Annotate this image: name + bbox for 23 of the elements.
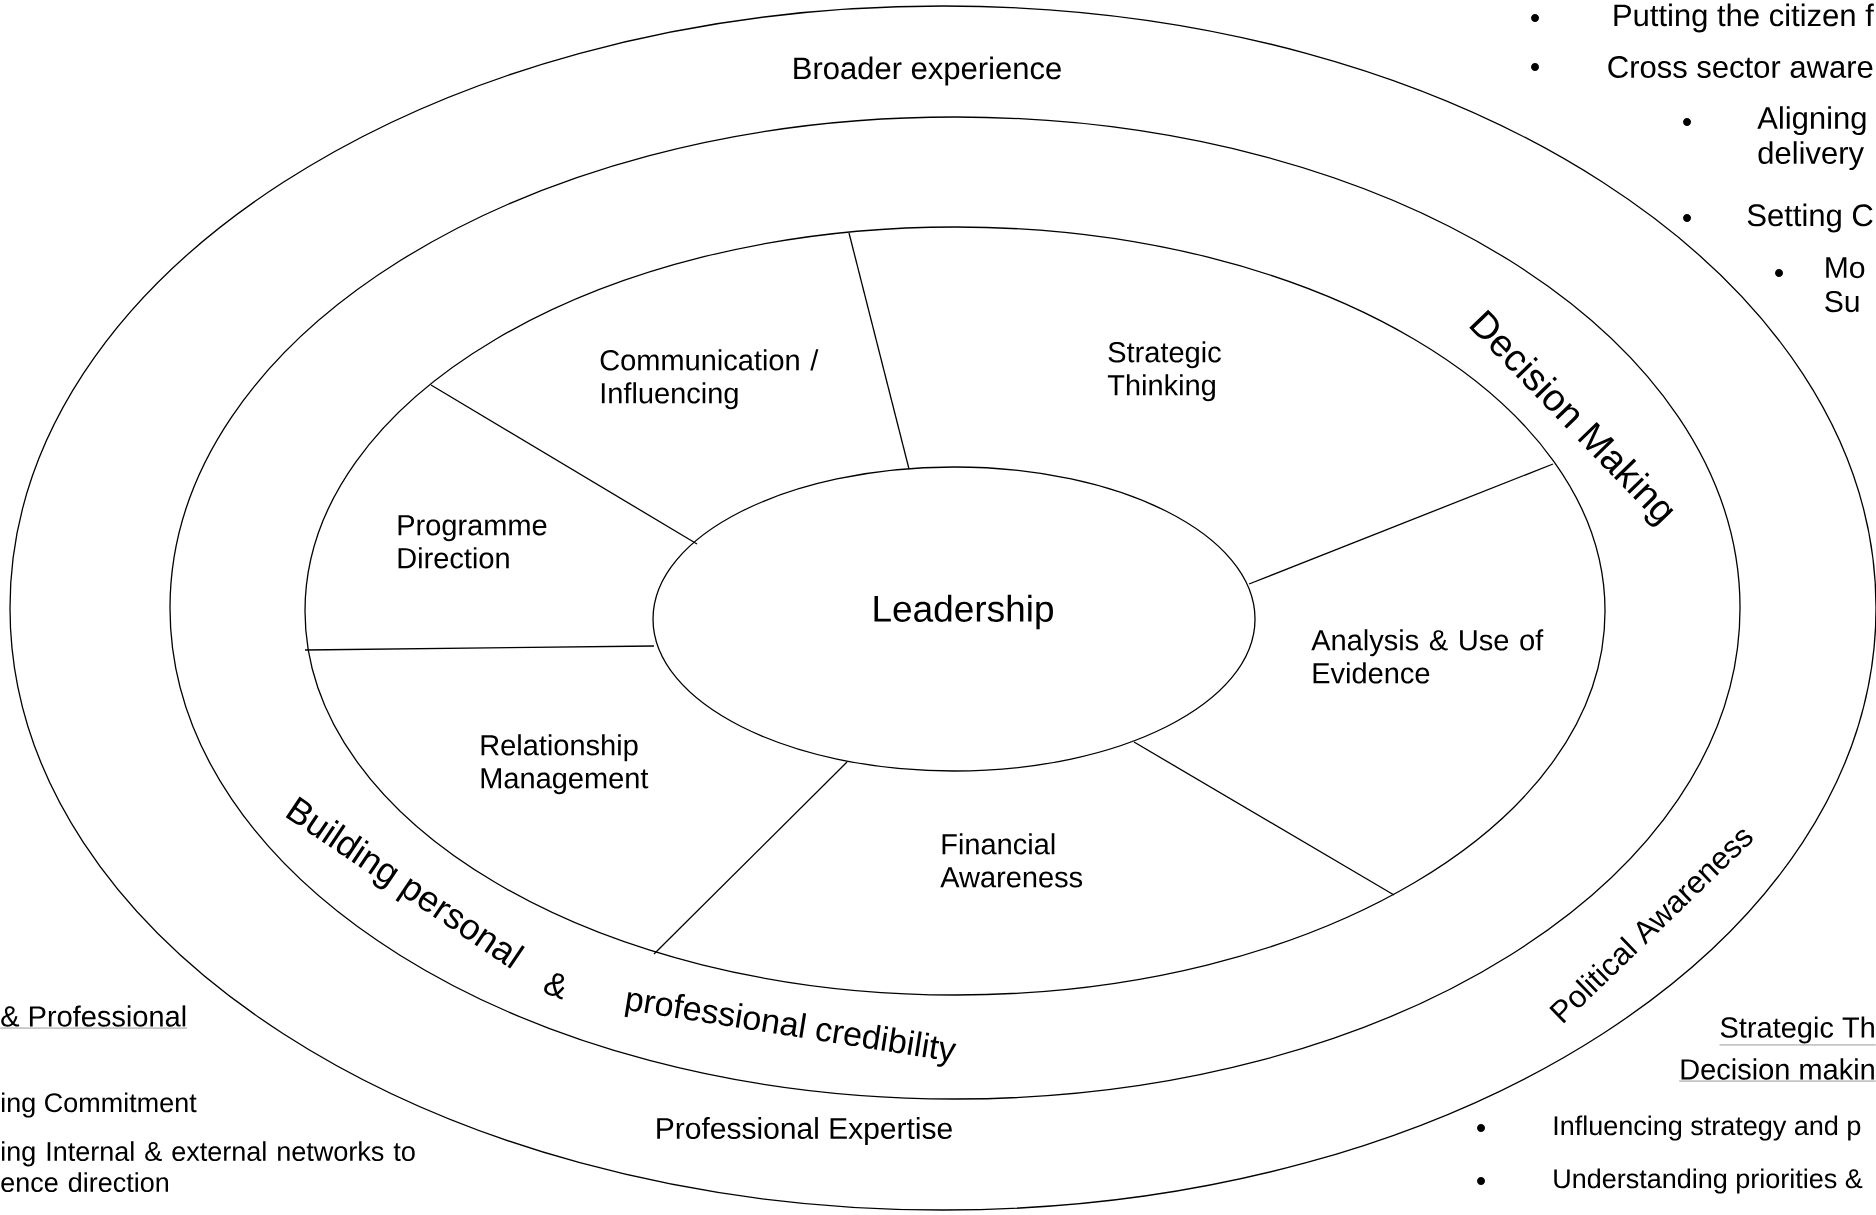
ring-label: professional credibility [624, 992, 957, 1067]
ring-label: Professional Expertise [657, 1117, 952, 1145]
ring-label: & [544, 973, 565, 1000]
list-text: & Professional [0, 1005, 188, 1029]
segment-label: Strategic Thinking [1107, 341, 1221, 402]
list-text: Influencing strategy and p [1554, 1115, 1861, 1141]
list-text: ing Commitment [2, 1092, 197, 1118]
list-text: Setting C [1747, 203, 1873, 233]
segment-label: Programme Direction [398, 515, 547, 569]
segment-label: Financial Awareness [940, 833, 1083, 888]
list-text: Putting the citizen f [1614, 3, 1874, 33]
list-text: ing Internal & external networks to ence direction [1, 1141, 415, 1193]
list-text: Understanding priorities & [1554, 1168, 1863, 1194]
segment-label: Relationship Management [481, 734, 649, 795]
segment-label: Communication / Influencing [600, 349, 819, 410]
list-text: Strategic Th [1719, 1016, 1876, 1046]
list-text: Aligning delivery [1757, 106, 1866, 171]
segment-label: Analysis & Use of Evidence [1311, 629, 1544, 684]
list-text: Cross sector aware [1608, 56, 1873, 78]
center-label: Leadership [874, 594, 1053, 630]
list-text: Mo Su [1825, 257, 1865, 313]
list-text: Decision makin [1679, 1058, 1876, 1082]
ring-label: Broader experience [794, 56, 1061, 86]
